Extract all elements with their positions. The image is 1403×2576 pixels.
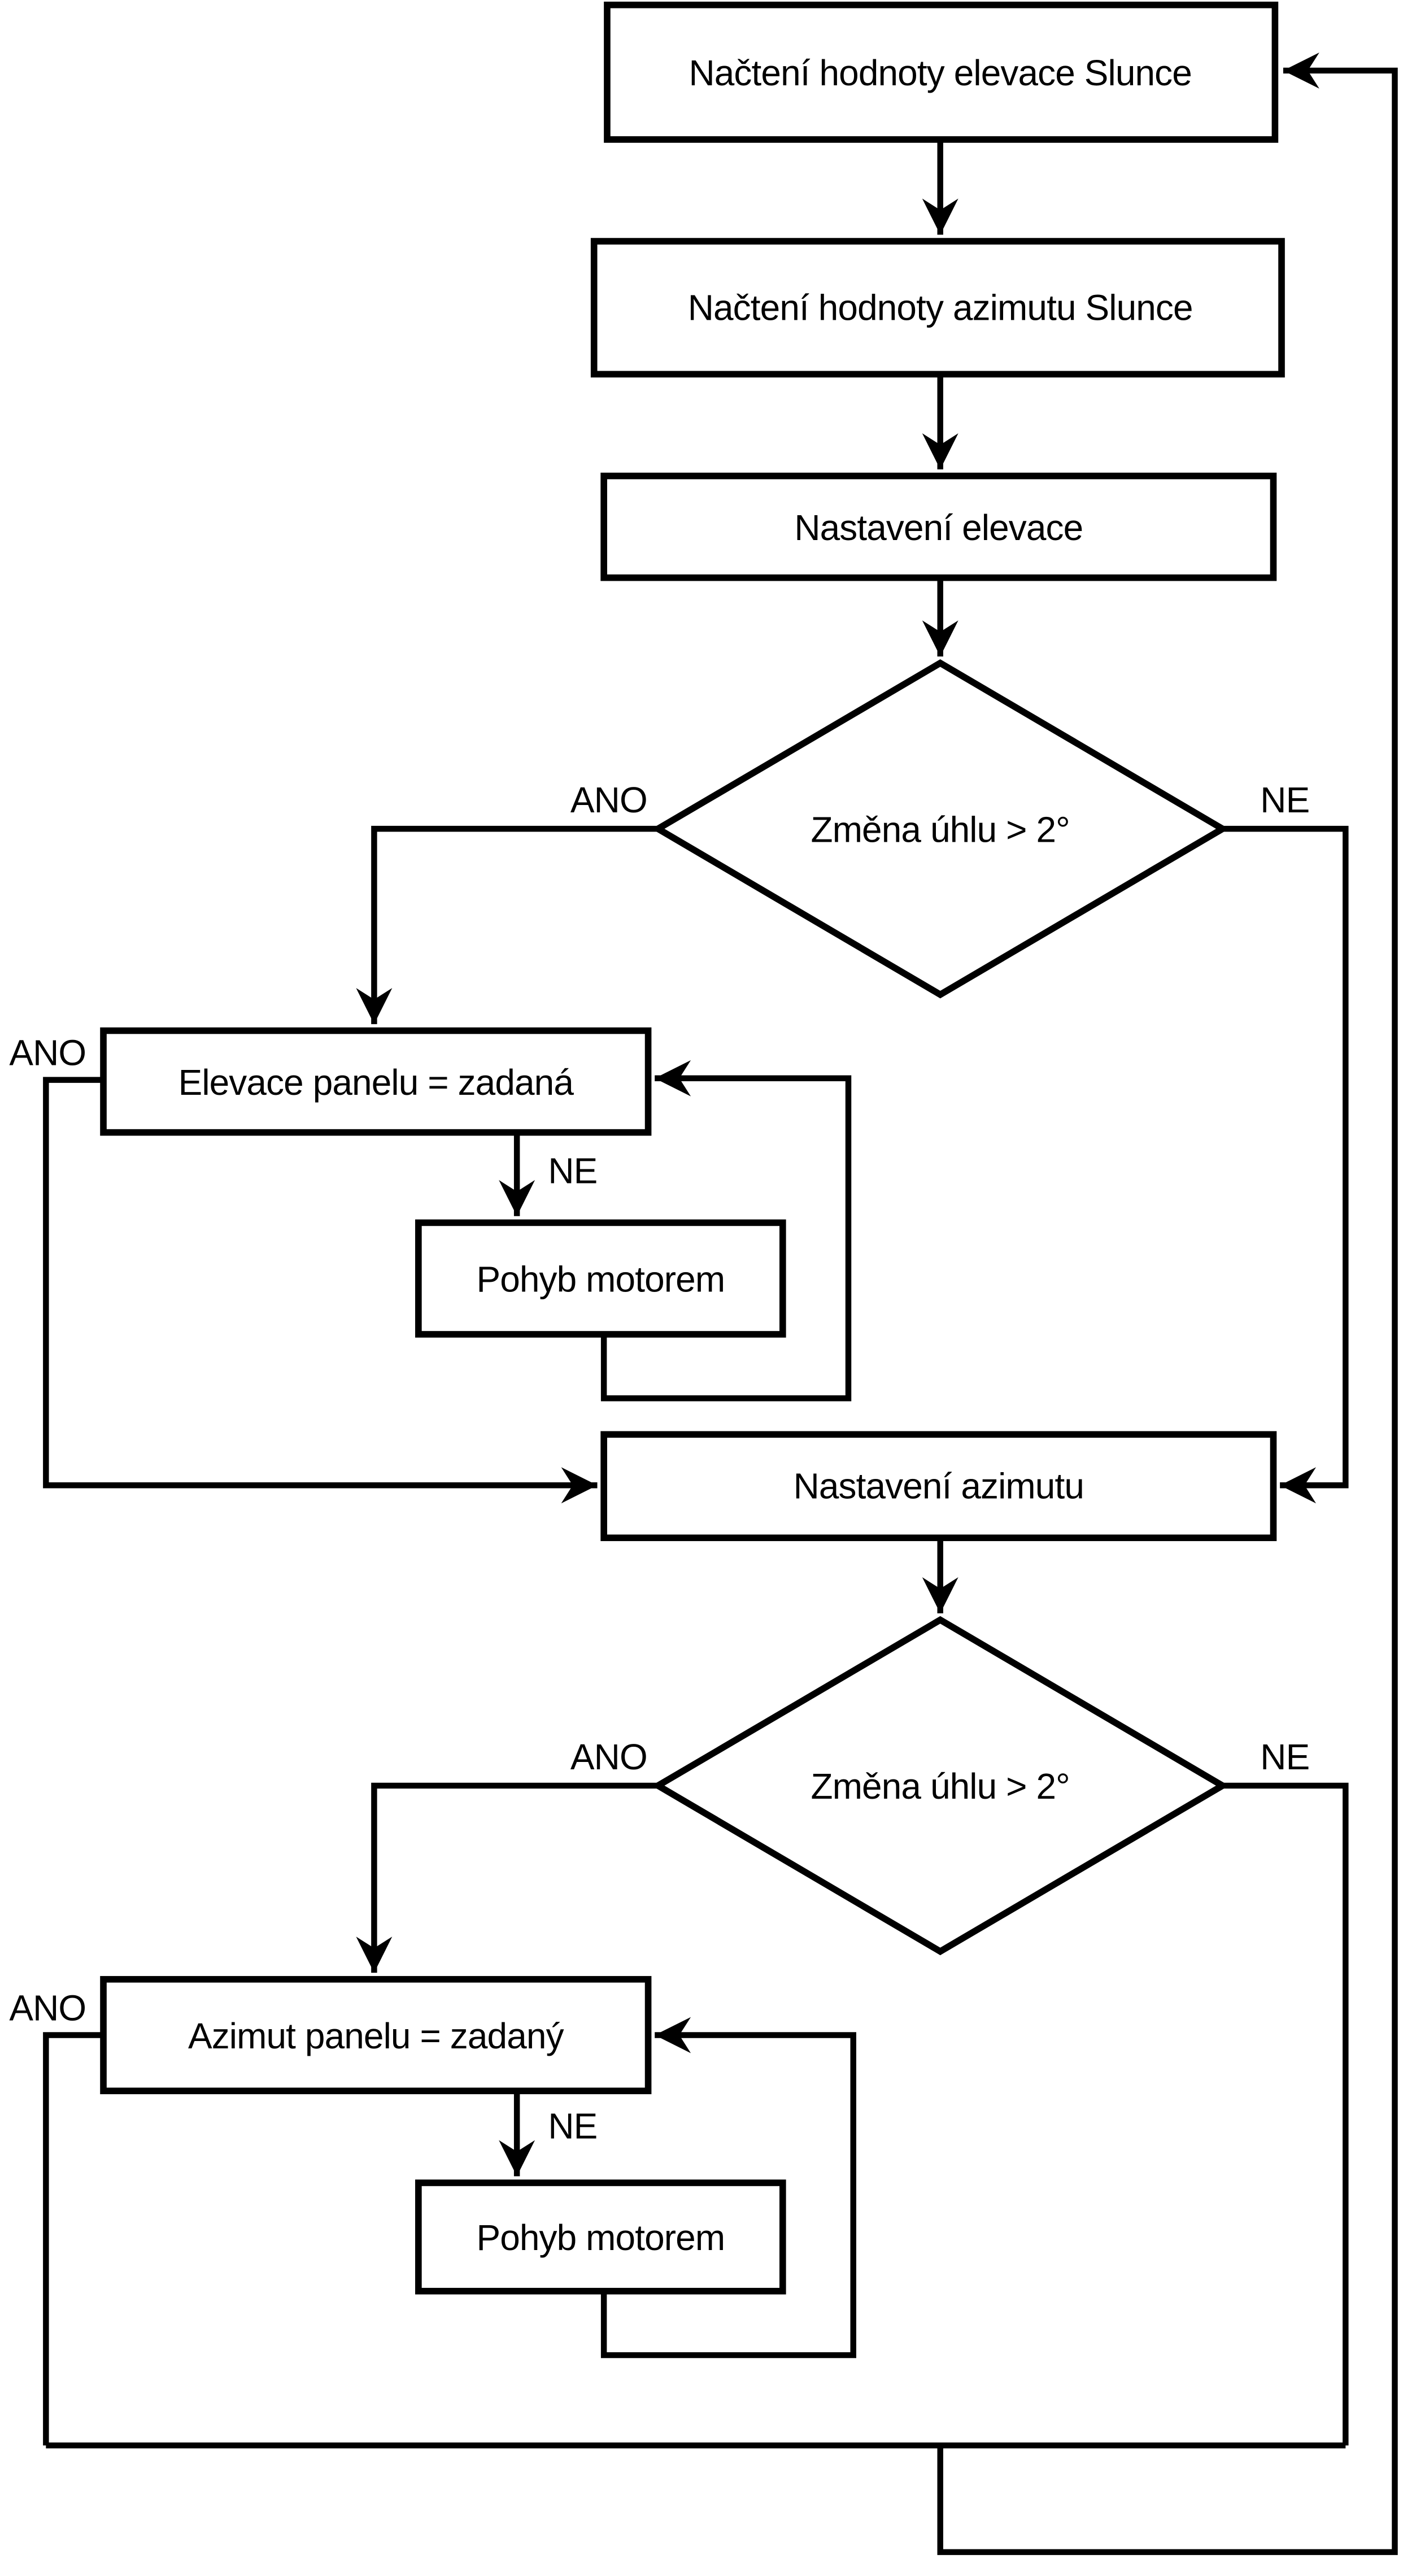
decision-box-elevation-equal — [100, 1027, 652, 1136]
branch-label-azimuth-check-ano: ANO — [570, 1737, 647, 1777]
label-azimuth-check: Změna úhlu > 2° — [811, 1766, 1070, 1807]
branch-label-azimuth-equal-ano: ANO — [9, 1987, 86, 2028]
process-box-elevation-motor — [415, 1219, 786, 1338]
edge-elevation-motor-loop — [600, 1060, 852, 1402]
label-elevation-equal: Elevace panelu = zadaná — [178, 1062, 574, 1103]
decision-box-azimuth-equal — [100, 1975, 652, 2095]
decision-diamond-azimuth-check — [651, 1616, 1229, 1956]
edge-elevation-check-ano — [356, 825, 659, 1024]
edge-return-loop — [937, 52, 1398, 2555]
label-elevation-check: Změna úhlu > 2° — [811, 809, 1070, 850]
process-box-load-elevation — [604, 1, 1279, 143]
label-load-elevation: Načtení hodnoty elevace Slunce — [689, 53, 1191, 93]
label-set-elevation: Nastavení elevace — [794, 507, 1083, 548]
process-box-azimuth-motor — [415, 2179, 786, 2295]
label-azimuth-equal: Azimut panelu = zadaný — [188, 2016, 564, 2056]
edge-elevation-check-ne — [1222, 825, 1349, 1504]
edge-azimuth-check-ne — [1222, 1782, 1349, 2446]
label-azimuth-motor: Pohyb motorem — [476, 2217, 725, 2258]
branch-label-elevation-check-ano: ANO — [570, 780, 647, 820]
label-set-azimuth: Nastavení azimutu — [794, 1466, 1084, 1507]
process-box-set-azimuth — [600, 1431, 1277, 1542]
process-box-set-elevation — [600, 472, 1277, 581]
branch-label-elevation-equal-ne: NE — [548, 1151, 597, 1191]
label-load-azimuth: Načtení hodnoty azimutu Slunce — [688, 288, 1193, 328]
label-elevation-motor: Pohyb motorem — [476, 1259, 725, 1299]
decision-diamond-elevation-check — [651, 659, 1229, 999]
process-box-load-azimuth — [590, 238, 1285, 378]
branch-label-azimuth-equal-ne: NE — [548, 2106, 597, 2147]
branch-label-azimuth-check-ne: NE — [1260, 1737, 1309, 1777]
branch-label-elevation-check-ne: NE — [1260, 780, 1309, 820]
branch-label-elevation-equal-ano: ANO — [9, 1033, 86, 1073]
edge-azimuth-check-ano — [356, 1782, 659, 1973]
edge-elevation-equal-ano — [43, 1077, 598, 1504]
edge-azimuth-equal-ano — [43, 2032, 104, 2446]
edge-azimuth-motor-loop — [600, 2017, 856, 2359]
